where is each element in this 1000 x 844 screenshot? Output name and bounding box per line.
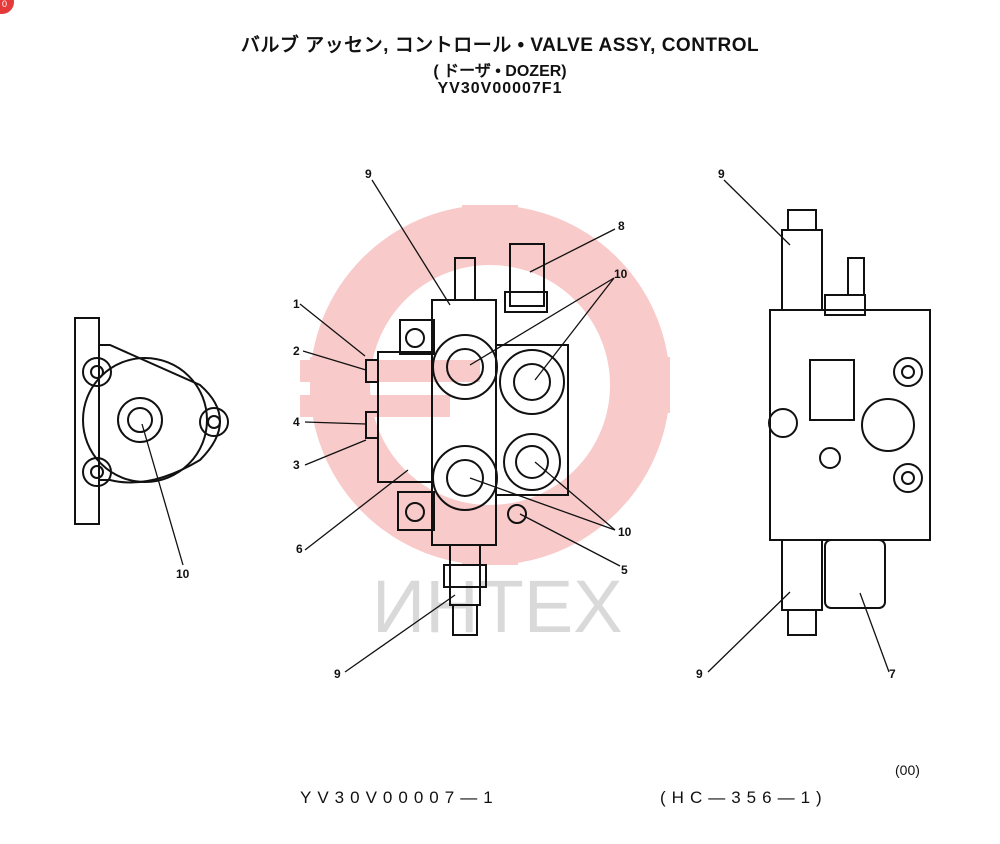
callout-1: 1 [293,297,300,311]
callout-8: 8 [618,219,625,233]
callout-9-bottom-right: 9 [696,667,703,681]
reference-code: (HC—356—1) [660,788,828,807]
corner-badge-label: 0 [2,0,8,9]
callout-5: 5 [621,563,628,577]
callout-9-bottom-mid: 9 [334,667,341,681]
center-view [365,243,569,636]
revision-label: (00) [895,762,920,778]
watermark-text: ИНТЕХ [372,565,623,648]
callout-10-top: 10 [614,267,628,281]
callout-10-left: 10 [176,567,190,581]
callout-9-top-mid: 9 [365,167,372,181]
right-view [768,209,931,636]
callout-10-bottom: 10 [618,525,632,539]
left-view [74,317,229,525]
callout-2: 2 [293,344,300,358]
title-line-2: ( ドーザ • DOZER) [433,63,567,80]
callout-9-top-right: 9 [718,167,725,181]
watermark-gear [300,205,670,565]
callout-7: 7 [889,667,896,681]
title-line-3: YV30V00007F1 [437,80,563,97]
callout-4: 4 [293,415,300,429]
part-code: YV30V00007—1 [300,788,499,807]
callout-3: 3 [293,458,300,472]
title-line-1: バルブ アッセン, コントロール • VALVE ASSY, CONTROL [240,35,760,56]
callout-6: 6 [296,542,303,556]
leader-lines [141,179,890,673]
